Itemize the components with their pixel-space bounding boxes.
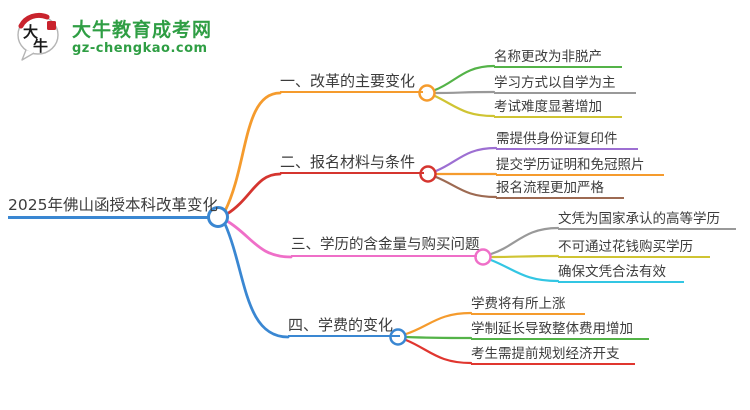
- branch-2-connector: [225, 172, 282, 216]
- logo-title: 大牛教育成考网: [72, 19, 213, 41]
- branch-2-label: 二、报名材料与条件: [280, 153, 424, 174]
- branch-3-child-1-connector: [489, 226, 560, 256]
- branch-3-node-circle: [474, 248, 492, 266]
- logo-bubble-icon: 大 牛: [14, 12, 64, 64]
- central-topic: 2025年佛山函授本科改革变化: [8, 194, 218, 219]
- branch-1-label: 一、改革的主要变化: [280, 72, 423, 93]
- branch-4-child-1: 学费将有所上涨: [471, 295, 585, 315]
- branch-1-child-3-connector: [433, 94, 496, 118]
- branch-4-child-2-connector: [404, 335, 473, 340]
- branch-2-child-3: 报名流程更加严格: [496, 179, 624, 199]
- branch-4-connector: [223, 222, 290, 339]
- branch-1-child-1-connector: [433, 64, 496, 92]
- branch-3-label: 三、学历的含金量与购买问题: [291, 236, 480, 257]
- branch-2-child-3-connector: [434, 175, 498, 199]
- branch-2-child-1: 需提供身份证复印件: [496, 130, 638, 150]
- branch-1-child-3: 考试难度显著增加: [494, 98, 622, 118]
- branch-3-connector: [225, 219, 293, 259]
- branch-2-child-1-connector: [434, 146, 498, 173]
- branch-4-child-2: 学制延长导致整体费用增加: [471, 320, 649, 340]
- branch-3-child-2-connector: [489, 254, 560, 259]
- branch-1-node-circle: [418, 84, 436, 102]
- branch-3-child-1: 文凭为国家承认的高等学历: [558, 210, 736, 230]
- branch-3-child-3: 确保文凭合法有效: [558, 263, 684, 283]
- branch-4-child-3-connector: [404, 338, 473, 365]
- branch-1-child-1: 名称更改为非脱产: [494, 48, 622, 68]
- branch-2-node-circle: [419, 165, 437, 183]
- branch-4-child-1-connector: [404, 311, 473, 336]
- logo-char-1: 大: [23, 23, 38, 41]
- branch-3-child-2: 不可通过花钱购买学历: [558, 238, 710, 258]
- branch-1-connector: [223, 91, 282, 213]
- branch-2-child-2: 提交学历证明和免冠照片: [496, 156, 664, 176]
- site-logo: 大 牛 大牛教育成考网 gz-chengkao.com: [14, 12, 212, 64]
- branch-4-node-circle: [389, 328, 407, 346]
- branch-1-child-2-connector: [433, 90, 496, 95]
- branch-3-child-3-connector: [489, 258, 560, 283]
- branch-4-label: 四、学费的变化: [288, 316, 400, 337]
- branch-1-child-2: 学习方式以自学为主: [494, 74, 636, 94]
- logo-domain: gz-chengkao.com: [72, 41, 208, 56]
- logo-char-2: 牛: [33, 37, 48, 55]
- branch-4-child-3: 考生需提前规划经济开支: [471, 345, 635, 365]
